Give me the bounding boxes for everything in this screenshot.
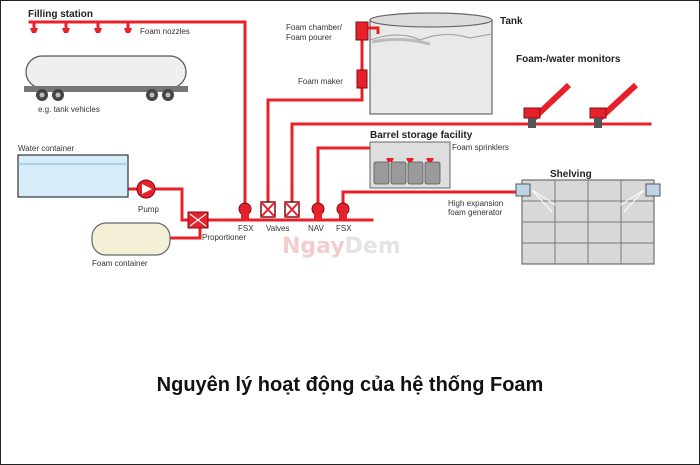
sprinkler-heads <box>386 158 434 162</box>
label-tank: Tank <box>500 16 523 27</box>
label-filling-station: Filling station <box>28 9 93 20</box>
valve-1 <box>260 201 276 218</box>
foam-container <box>91 222 171 256</box>
foam-monitor-1 <box>523 82 572 128</box>
label-foam-chamber-1: Foam chamber/ <box>286 23 343 32</box>
barrel-storage <box>369 141 451 189</box>
pump-icon <box>136 179 156 199</box>
valve-2 <box>284 201 300 218</box>
pipe-shelving <box>341 190 522 207</box>
label-water-container: Water container <box>18 144 75 153</box>
foam-maker <box>356 69 368 89</box>
valve-nav <box>311 202 325 219</box>
label-fsx-2: FSX <box>336 224 352 233</box>
label-foam-container: Foam container <box>92 259 148 268</box>
label-foam-nozzles: Foam nozzles <box>140 27 190 36</box>
label-pump: Pump <box>138 205 159 214</box>
tank-vehicle <box>24 55 188 101</box>
label-high-expansion-1: High expansion <box>448 199 503 208</box>
label-foam-chamber-2: Foam pourer <box>286 33 332 42</box>
label-barrel-storage: Barrel storage facility <box>370 130 473 141</box>
high-expansion-generator <box>515 183 661 213</box>
label-tank-vehicles: e.g. tank vehicles <box>38 105 100 114</box>
label-foam-sprinklers: Foam sprinklers <box>452 143 509 152</box>
label-shelving: Shelving <box>550 169 592 180</box>
shelving <box>521 179 655 265</box>
valve-fsx-2 <box>336 202 350 219</box>
pipe-foam-container <box>168 226 202 240</box>
water-container <box>17 154 129 198</box>
valve-fsx-1 <box>238 202 252 219</box>
label-foam-maker: Foam maker <box>298 77 343 86</box>
label-nav: NAV <box>308 224 325 233</box>
watermark: NgayDem <box>282 234 401 259</box>
label-monitors: Foam-/water monitors <box>516 54 621 65</box>
label-high-expansion-2: foam generator <box>448 208 503 217</box>
storage-tank <box>369 12 493 115</box>
pipe-nozzle-drops <box>32 20 130 30</box>
foam-nozzles <box>30 28 132 33</box>
proportioner-icon <box>187 211 209 229</box>
foam-monitor-2 <box>589 82 639 128</box>
pipe-filling-station <box>28 20 247 207</box>
label-proportioner: Proportioner <box>202 233 246 242</box>
foam-chamber <box>355 21 380 41</box>
caption: Nguyên lý hoạt động của hệ thống Foam <box>157 374 544 396</box>
label-fsx-1: FSX <box>238 224 254 233</box>
label-valves: Valves <box>266 224 289 233</box>
